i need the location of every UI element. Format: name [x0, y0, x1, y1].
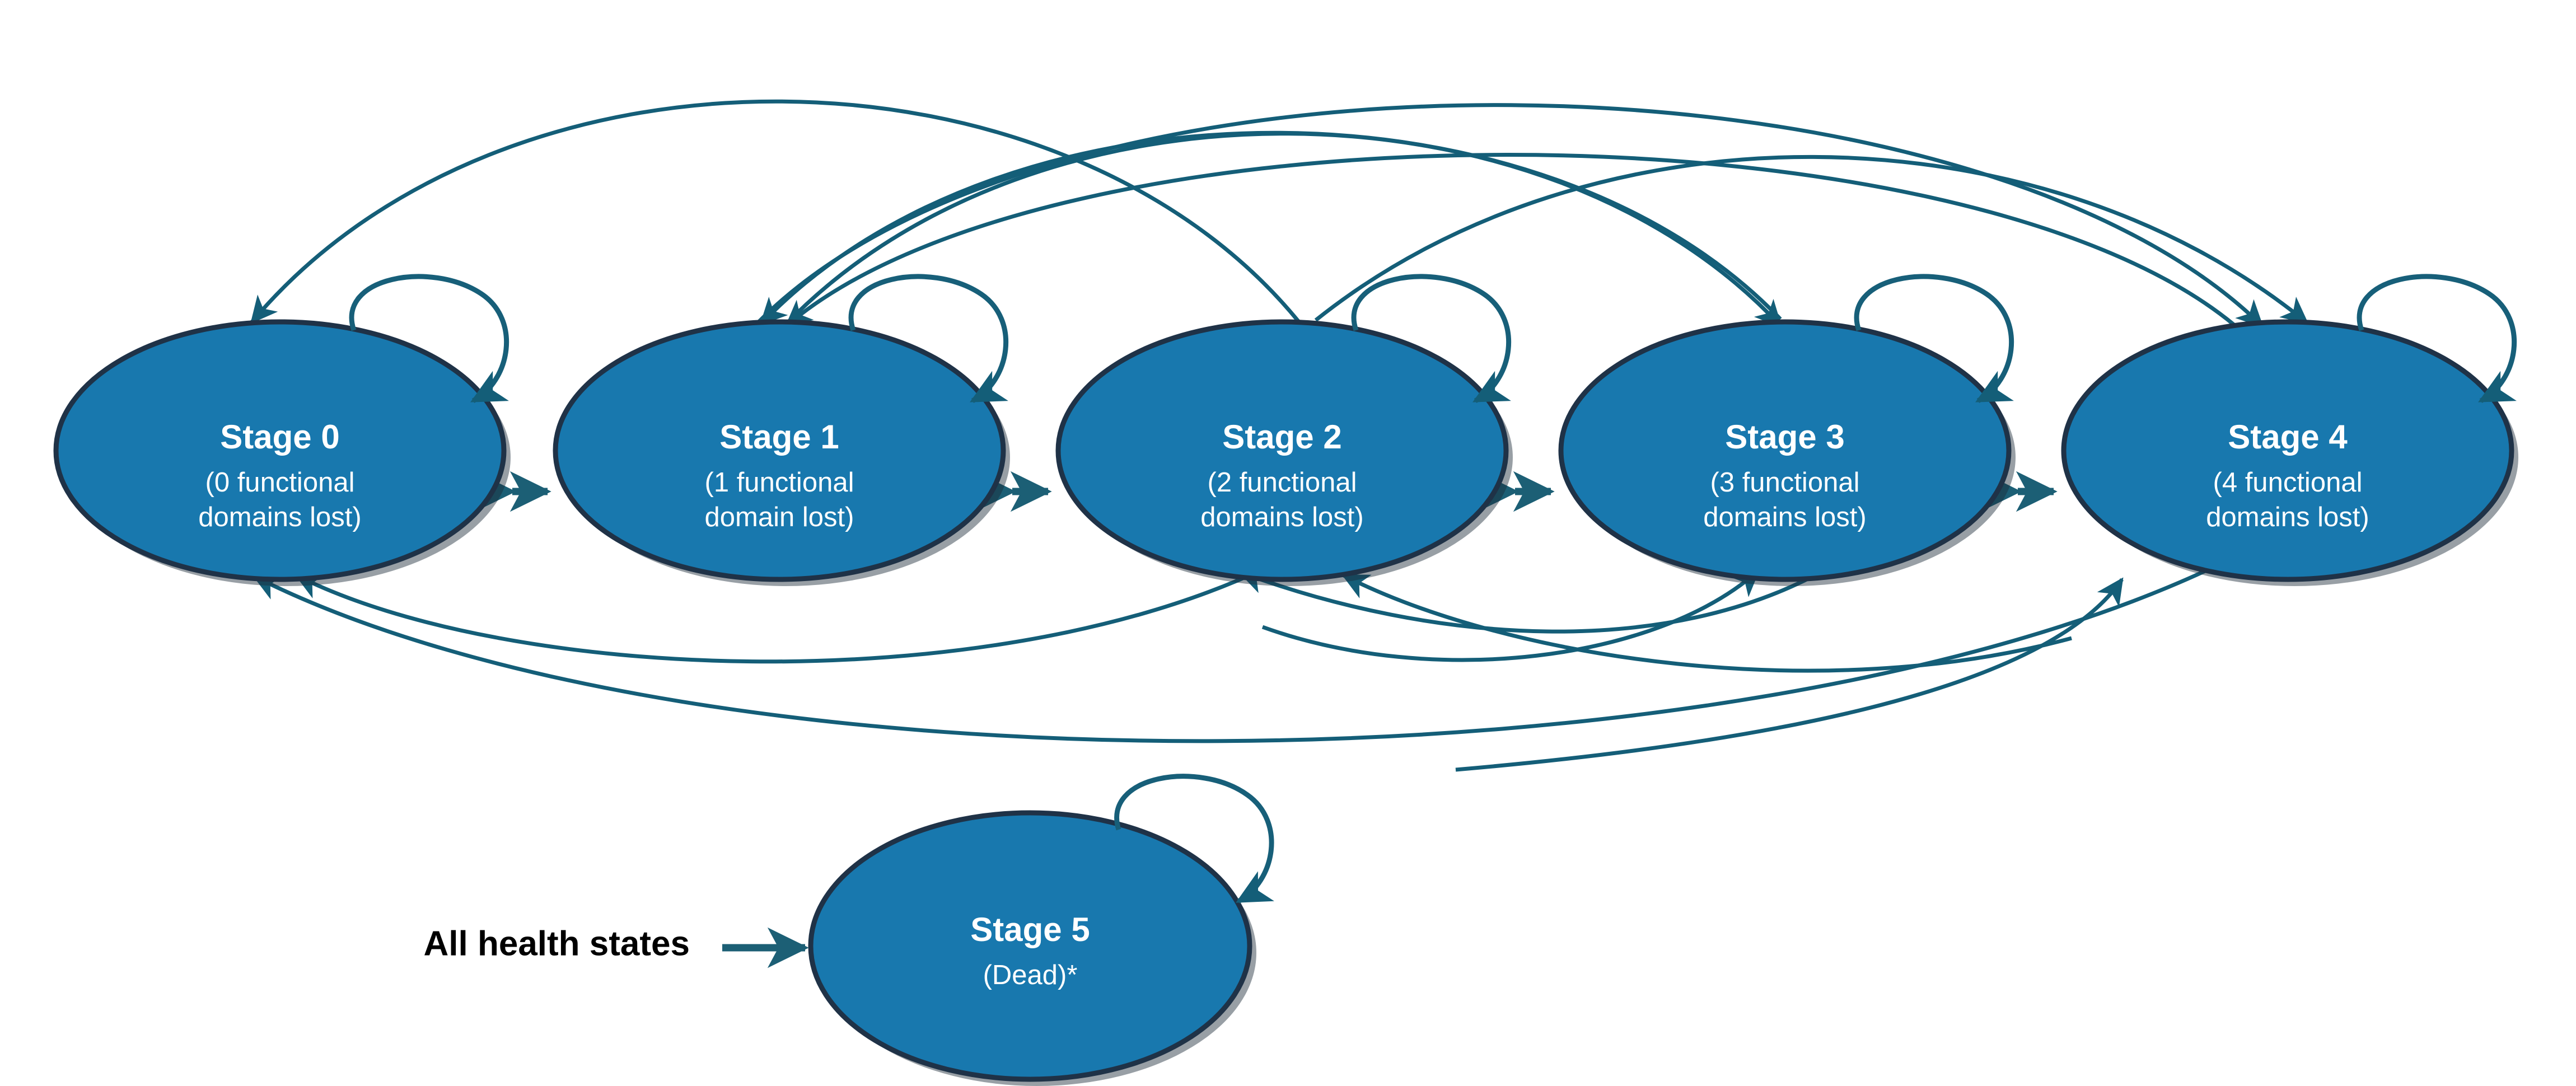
node-stage2-subline2: domains lost)	[1200, 502, 1363, 532]
node-stage2-shape[interactable]	[1055, 319, 1509, 582]
node-stage0-subline1: (0 functional	[205, 467, 355, 498]
self-loop-stage4	[2357, 274, 2517, 403]
self-loop-stage3	[1854, 274, 2014, 403]
node-stage5[interactable]: Stage 5 (Dead)*	[808, 810, 1252, 1082]
arc-below-stage2-to-stage3	[1261, 569, 1760, 662]
node-stage1-title: Stage 1	[719, 418, 839, 456]
arc-stage1-to-stage3	[785, 132, 1782, 328]
node-stage2-title: Stage 2	[1222, 418, 1341, 456]
node-stage0-shape[interactable]	[53, 319, 507, 582]
node-stage3-title: Stage 3	[1725, 418, 1844, 456]
node-stage3[interactable]: Stage 3 (3 functional domains lost)	[1558, 319, 2012, 582]
node-stage4[interactable]: Stage 4 (4 functional domains lost)	[2061, 319, 2514, 582]
arcs-below-group	[253, 563, 2218, 772]
self-loop-stage2	[1351, 274, 1511, 403]
node-stage2-subline1: (2 functional	[1208, 467, 1357, 498]
arc-below-stage4-to-stage2	[1341, 573, 2072, 673]
node-stage4-title: Stage 4	[2228, 418, 2348, 456]
node-stage3-shape[interactable]	[1558, 319, 2012, 582]
arc-stage2-to-stage4	[1314, 155, 2309, 324]
all-health-states-label: All health states	[424, 924, 690, 963]
node-stage4-subline2: domains lost)	[2206, 502, 2369, 532]
all-health-states-annotation: All health states	[424, 924, 809, 968]
arc-below-stage2-to-stage0	[294, 566, 1266, 664]
node-stage1-subline1: (1 functional	[705, 467, 854, 498]
node-stage5-shape[interactable]	[808, 810, 1252, 1082]
node-stage5-title: Stage 5	[970, 911, 1090, 948]
self-loops-group	[349, 274, 2517, 904]
node-stage0-title: Stage 0	[220, 418, 339, 456]
arc-stage1-to-stage4	[757, 103, 2264, 328]
node-stage1-subline2: domain lost)	[705, 502, 854, 532]
node-stage1[interactable]: Stage 1 (1 functional domain lost)	[553, 319, 1006, 582]
arc-below-stage4-to-stage0	[253, 563, 2218, 743]
node-stage4-subline1: (4 functional	[2213, 467, 2363, 498]
self-loop-stage0	[349, 274, 509, 403]
node-stage3-subline1: (3 functional	[1710, 467, 1860, 498]
arc-below-stage3-to-stage2	[1237, 564, 1832, 634]
self-loop-stage5	[1114, 774, 1274, 904]
node-stage1-shape[interactable]	[553, 319, 1006, 582]
arc-below-to-stage4	[1455, 577, 2124, 772]
node-stage4-shape[interactable]	[2061, 319, 2514, 582]
self-loop-stage1	[848, 274, 1008, 403]
node-stage0[interactable]: Stage 0 (0 functional domains lost)	[53, 319, 507, 582]
node-stage0-subline2: domains lost)	[198, 502, 361, 532]
arcs-above-group	[250, 99, 2309, 328]
node-stage3-subline2: domains lost)	[1703, 502, 1866, 532]
node-stage5-subline1: (Dead)*	[983, 960, 1078, 990]
arc-stage2-to-stage0	[250, 99, 1301, 324]
arc-stage4-to-stage1	[784, 153, 2236, 327]
node-stage2[interactable]: Stage 2 (2 functional domains lost)	[1055, 319, 1509, 582]
